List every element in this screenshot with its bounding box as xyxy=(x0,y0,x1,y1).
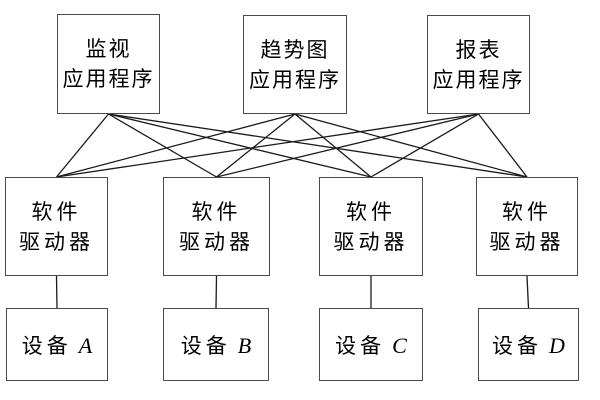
edge-line xyxy=(294,113,372,178)
app-box-monitor: 监视 应用程序 xyxy=(57,14,160,114)
edge-line xyxy=(526,275,530,309)
edge-line xyxy=(55,113,110,178)
device-letter: A xyxy=(78,332,93,358)
driver-box-3: 软件 驱动器 xyxy=(319,177,423,276)
app-label-line2: 应用程序 xyxy=(432,67,525,92)
app-label-line1: 趋势图 xyxy=(260,37,330,62)
edge-line xyxy=(370,113,479,178)
device-prefix: 设备 xyxy=(180,333,231,358)
edge-line xyxy=(56,113,479,178)
driver-label-line1: 软件 xyxy=(31,199,82,224)
driver-box-1: 软件 驱动器 xyxy=(5,177,108,276)
driver-label-line1: 软件 xyxy=(502,199,552,224)
app-box-trend-chart: 趋势图 应用程序 xyxy=(243,15,347,114)
edge-line xyxy=(108,113,528,178)
edge-line xyxy=(294,113,528,178)
driver-label-line2: 驱动器 xyxy=(489,229,565,254)
edge-line xyxy=(215,275,218,309)
edge-line xyxy=(108,113,217,178)
driver-label-line2: 驱动器 xyxy=(19,229,94,254)
app-label-line1: 报表 xyxy=(455,37,502,62)
device-prefix: 设备 xyxy=(335,333,386,358)
app-box-report: 报表 应用程序 xyxy=(427,15,530,114)
driver-label-line1: 软件 xyxy=(346,199,396,224)
app-label-line2: 应用程序 xyxy=(62,67,155,91)
driver-box-4: 软件 驱动器 xyxy=(476,177,578,276)
app-label-line1: 监视 xyxy=(85,37,132,61)
edge-line xyxy=(56,113,296,178)
driver-box-2: 软件 驱动器 xyxy=(163,177,270,276)
device-letter: C xyxy=(392,332,407,358)
app-label-line2: 应用程序 xyxy=(249,67,341,92)
device-letter: B xyxy=(237,332,252,358)
driver-label-line2: 驱动器 xyxy=(179,229,254,254)
edge-line xyxy=(55,275,58,309)
device-prefix: 设备 xyxy=(492,333,543,358)
edge-line xyxy=(477,113,528,178)
device-prefix: 设备 xyxy=(21,333,72,358)
edge-line xyxy=(108,113,372,178)
edge-line xyxy=(216,113,479,178)
driver-label-line2: 驱动器 xyxy=(333,229,409,254)
edge-line xyxy=(216,113,296,178)
driver-label-line1: 软件 xyxy=(191,199,242,224)
device-letter: D xyxy=(549,332,565,358)
